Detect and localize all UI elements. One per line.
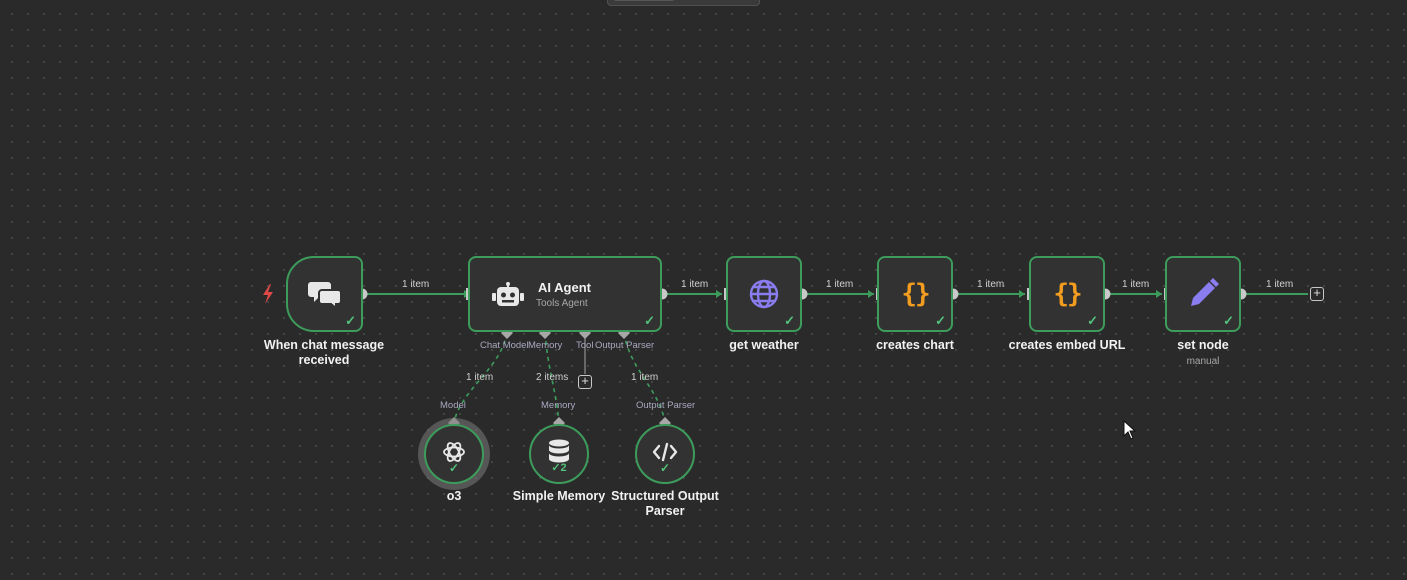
toolbar-segment bbox=[614, 0, 674, 1]
edge-label: 1 item bbox=[826, 279, 854, 290]
node-label-structured-output-parser: Structured Output Parser bbox=[611, 489, 719, 518]
node-simple-memory[interactable]: ✓2 bbox=[529, 424, 589, 484]
chat-bubbles-icon bbox=[307, 282, 342, 308]
success-check-icon: ✓ bbox=[784, 313, 795, 328]
top-toolbar[interactable] bbox=[607, 0, 760, 6]
edge-label: 1 item bbox=[466, 372, 494, 383]
connector-label-chat-model: Chat Model bbox=[480, 340, 529, 351]
edge-label: 1 item bbox=[977, 279, 1005, 290]
globe-icon bbox=[749, 279, 779, 309]
curly-braces-icon: {} bbox=[1053, 279, 1082, 309]
node-get-weather[interactable]: ✓ bbox=[726, 256, 802, 332]
node-label-simple-memory: Simple Memory bbox=[512, 489, 606, 503]
ai-agent-title: AI Agent bbox=[538, 280, 591, 295]
success-check-icon: ✓ bbox=[935, 313, 946, 328]
success-check-icon: ✓ bbox=[345, 313, 356, 328]
run-count: 2 bbox=[560, 462, 567, 474]
connector-label-tool: Tool bbox=[576, 340, 594, 351]
success-check-icon: ✓ bbox=[659, 461, 671, 475]
node-label-o3: o3 bbox=[446, 489, 462, 503]
edge-label: 1 item bbox=[681, 279, 709, 290]
add-tool-button[interactable]: + bbox=[578, 374, 592, 389]
pencil-icon bbox=[1191, 278, 1219, 306]
edge-parser-link bbox=[623, 332, 666, 424]
success-check-icon: ✓ bbox=[644, 313, 655, 328]
node-subtitle-set: manual bbox=[1186, 356, 1220, 367]
code-icon bbox=[652, 442, 678, 461]
node-label-get-weather: get weather bbox=[729, 338, 799, 352]
node-chat-trigger[interactable]: ✓ bbox=[286, 256, 363, 332]
database-icon bbox=[549, 439, 569, 463]
connector-label-model: Model bbox=[440, 400, 466, 411]
success-check-icon: ✓2 bbox=[551, 462, 567, 474]
node-label-set: set node bbox=[1177, 338, 1229, 352]
edge-model-link bbox=[453, 332, 508, 424]
connector-label-memory: Memory bbox=[541, 400, 576, 411]
lightning-bolt-icon bbox=[263, 284, 273, 304]
node-o3[interactable]: ✓ bbox=[424, 424, 484, 484]
node-label-creates-embed-url: creates embed URL bbox=[1008, 338, 1126, 352]
robot-icon bbox=[492, 282, 524, 306]
add-node-button[interactable]: + bbox=[1310, 286, 1324, 301]
node-label-creates-chart: creates chart bbox=[876, 338, 954, 352]
node-set[interactable]: ✓ bbox=[1165, 256, 1241, 332]
edge-memory-link bbox=[544, 332, 560, 424]
connector-label-output-parser: Output Parser bbox=[595, 340, 655, 351]
edge-label: 2 items bbox=[536, 372, 569, 383]
success-check-icon: ✓ bbox=[1223, 313, 1234, 328]
edge-label: 1 item bbox=[631, 372, 659, 383]
edge-label: 1 item bbox=[1122, 279, 1150, 290]
node-label-chat-trigger: When chat message received bbox=[263, 338, 385, 367]
node-creates-chart[interactable]: {} ✓ bbox=[877, 256, 953, 332]
node-creates-embed-url[interactable]: {} ✓ bbox=[1029, 256, 1105, 332]
edge-label: 1 item bbox=[402, 279, 430, 290]
connector-label-output-parser: Output Parser bbox=[636, 400, 696, 411]
ai-agent-subtitle: Tools Agent bbox=[536, 298, 588, 309]
success-check-icon: ✓ bbox=[1087, 313, 1098, 328]
connector-label-memory: Memory bbox=[528, 340, 563, 351]
openai-icon bbox=[443, 441, 465, 462]
node-ai-agent[interactable]: AI Agent Tools Agent ✓ bbox=[468, 256, 662, 332]
mouse-cursor-icon bbox=[1123, 420, 1137, 440]
success-check-icon: ✓ bbox=[448, 461, 460, 475]
node-structured-output-parser[interactable]: ✓ bbox=[635, 424, 695, 484]
curly-braces-icon: {} bbox=[901, 279, 930, 309]
edge-label: 1 item bbox=[1266, 279, 1294, 290]
